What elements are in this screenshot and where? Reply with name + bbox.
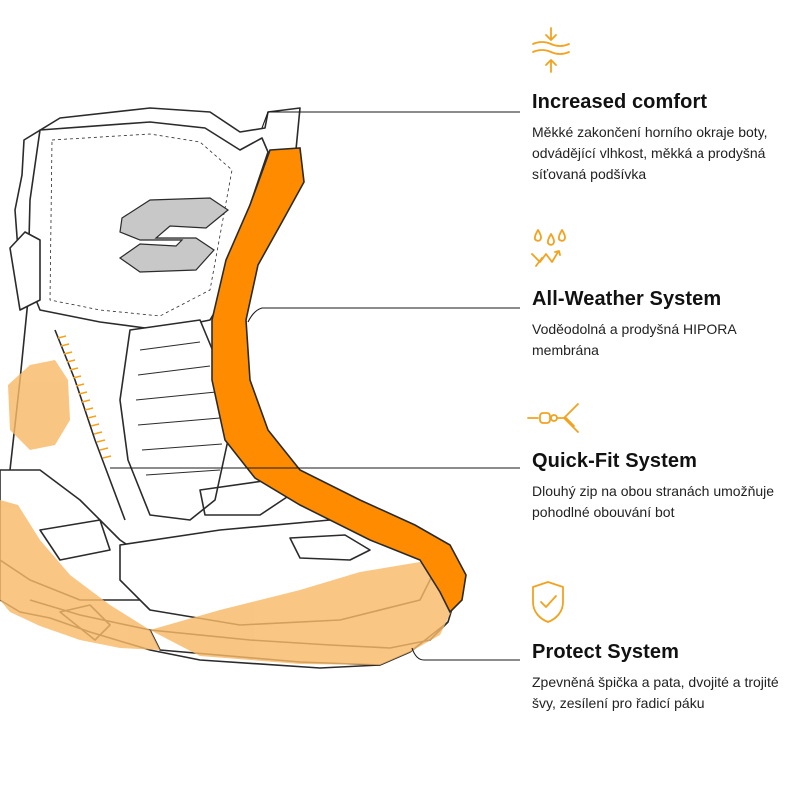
compress-arrows-icon [532, 27, 570, 73]
feature-title: Protect System [532, 641, 680, 663]
feature-title: All-Weather System [532, 288, 722, 310]
feature-title: Quick-Fit System [532, 450, 697, 472]
callout-lines [110, 111, 520, 661]
water-drops-icon [531, 229, 566, 267]
feature-title: Increased comfort [532, 91, 708, 113]
feature-increased-comfort: Increased comfort Měkké zakončení horníh… [532, 90, 792, 185]
feature-description: Měkké zakončení horního okraje boty, odv… [532, 124, 768, 182]
heat-zone-ankle [8, 360, 70, 450]
zip-icon [527, 403, 579, 433]
feature-description: Dlouhý zip na obou stranách umožňuje poh… [532, 483, 775, 520]
feature-quick-fit-system: Quick-Fit System Dlouhý zip na obou stra… [532, 449, 792, 523]
heat-zone-heel [0, 500, 160, 650]
brand-logo [118, 197, 230, 273]
heat-zone-toe [150, 562, 452, 665]
membrane-lining [211, 147, 467, 614]
zipper [57, 335, 112, 459]
feature-description: Zpevněná špička a pata, dvojité a trojit… [532, 674, 779, 711]
shield-check-icon [532, 581, 564, 623]
feature-protect-system: Protect System Zpevněná špička a pata, d… [532, 640, 792, 714]
feature-description: Voděodolná a prodyšná HIPORA membrána [532, 321, 736, 358]
feature-all-weather-system: All-Weather System Voděodolná a prodyšná… [532, 287, 792, 361]
